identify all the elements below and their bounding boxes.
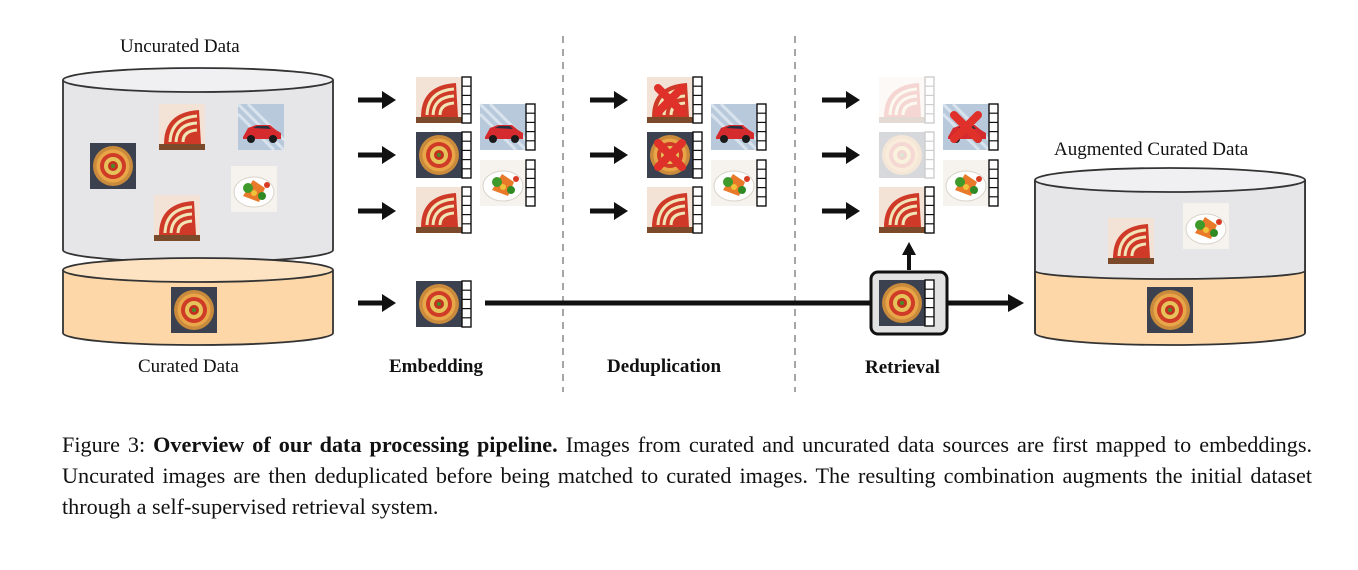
figure-caption: Figure 3: Overview of our data processin… [62, 429, 1312, 522]
arrow-right-icon [590, 91, 628, 109]
tart-image-icon [414, 185, 464, 235]
embedding-vector [525, 103, 536, 151]
salad-image-icon [230, 165, 278, 213]
embedding-vector [461, 186, 472, 234]
augmented-data-label: Augmented Curated Data [1054, 139, 1249, 160]
tart-image-icon [416, 281, 462, 327]
car-image-icon [236, 102, 286, 152]
uncurated-data-label: Uncurated Data [120, 36, 240, 57]
salad-image-icon [479, 159, 527, 207]
arrow-right-icon [590, 146, 628, 164]
caption-title: Overview of our data processing pipeline… [153, 432, 558, 457]
caption-figure-number: Figure 3: [62, 432, 146, 457]
embedding-vector [988, 103, 999, 151]
car-image-icon [709, 102, 759, 152]
arrow-right-icon [822, 202, 860, 220]
tart-image-icon [877, 185, 927, 235]
arrow-right-icon [358, 202, 396, 220]
embedding-vector [988, 159, 999, 207]
arrow-right-icon [590, 202, 628, 220]
tart-image-icon [877, 75, 927, 125]
tart-image-icon [879, 280, 925, 326]
tart-image-icon [414, 75, 464, 125]
embedding-vector [756, 103, 767, 151]
salad-image-icon [1182, 202, 1230, 250]
tart-image-icon [152, 193, 202, 243]
tart-image-icon [1147, 287, 1193, 333]
embedding-vector [461, 280, 472, 328]
salad-image-icon [942, 159, 990, 207]
arrow-right-icon [358, 91, 396, 109]
embedding-vector [756, 159, 767, 207]
arrow-right-icon [947, 294, 1024, 312]
curated-data-label: Curated Data [138, 356, 239, 377]
retrieval-box [869, 270, 949, 336]
tart-image-icon [90, 143, 136, 189]
arrow-right-icon [822, 146, 860, 164]
embedding-vector [461, 76, 472, 124]
tart-image-icon [416, 132, 462, 178]
embedding-vector [692, 131, 703, 179]
embedding-vector [924, 131, 935, 179]
arrow-up-icon [902, 242, 916, 270]
embedding-vector [924, 186, 935, 234]
embedding-label: Embedding [389, 356, 483, 377]
pipeline-diagram [62, 36, 1306, 392]
tart-image-icon [157, 102, 207, 152]
arrow-right-icon [822, 91, 860, 109]
tart-image-icon [1106, 216, 1156, 266]
tart-image-icon [645, 185, 695, 235]
arrow-right-icon [358, 294, 396, 312]
car-image-icon [478, 102, 528, 152]
deduplication-label: Deduplication [607, 356, 722, 377]
caption-body: Images from curated and uncurated data s… [62, 432, 1313, 519]
embedding-vector [525, 159, 536, 207]
salad-image-icon [710, 159, 758, 207]
embedding-vector [924, 279, 935, 327]
arrow-right-icon [358, 146, 396, 164]
embedding-vector [461, 131, 472, 179]
retrieval-label: Retrieval [865, 357, 940, 378]
embedding-vector [692, 186, 703, 234]
augmented-database [1034, 167, 1306, 346]
tart-image-icon [879, 132, 925, 178]
embedding-vector [924, 76, 935, 124]
tart-image-icon [171, 287, 217, 333]
embedding-vector [692, 76, 703, 124]
